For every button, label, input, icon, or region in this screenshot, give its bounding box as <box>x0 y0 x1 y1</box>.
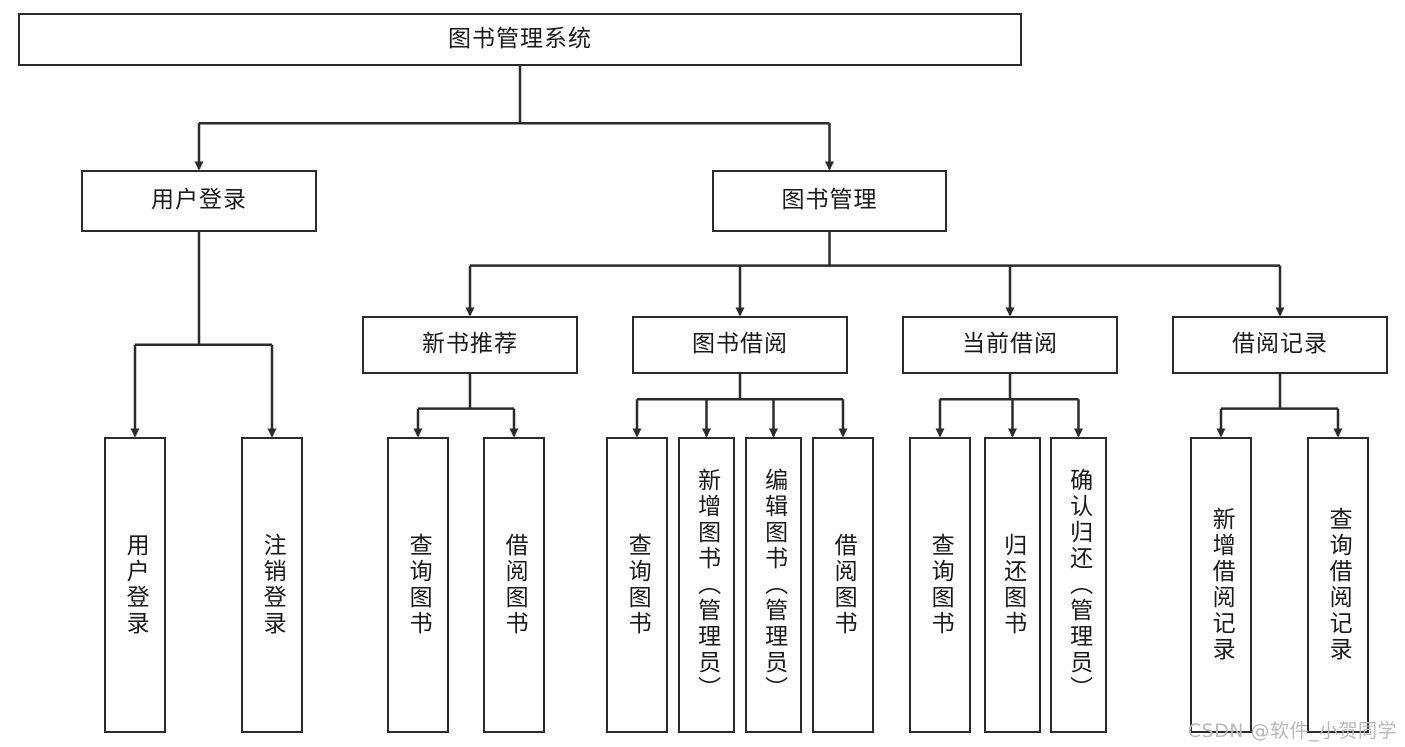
node-leaf-user-login-label: 用户登录 <box>122 533 149 637</box>
node-root-label: 图书管理系统 <box>448 25 592 52</box>
node-book-borrow-label: 图书借阅 <box>692 331 788 358</box>
node-new-book-recommend[interactable]: 新书推荐 <box>362 316 578 374</box>
node-leaf-query-borrow-record-label: 查询借阅记录 <box>1325 507 1352 663</box>
watermark-text: CSDN @软件_小贺同学 <box>1187 720 1397 742</box>
node-leaf-user-login[interactable]: 用户登录 <box>104 437 166 733</box>
node-leaf-add-borrow-record-label: 新增借阅记录 <box>1208 507 1235 663</box>
node-leaf-borrow-book[interactable]: 借阅图书 <box>812 437 874 733</box>
node-leaf-query-book-borrow[interactable]: 查询图书 <box>606 437 668 733</box>
node-leaf-query-borrow-record[interactable]: 查询借阅记录 <box>1307 437 1369 733</box>
node-leaf-logout[interactable]: 注销登录 <box>241 437 303 733</box>
node-leaf-borrow-book-label: 借阅图书 <box>830 533 857 637</box>
node-current-borrow-label: 当前借阅 <box>962 331 1058 358</box>
edge-paths <box>130 66 1343 438</box>
node-leaf-query-book-current-label: 查询图书 <box>927 533 954 637</box>
node-leaf-logout-label: 注销登录 <box>259 533 286 637</box>
node-leaf-borrow-book-recommend-label: 借阅图书 <box>501 533 528 637</box>
node-borrow-record-label: 借阅记录 <box>1232 331 1328 358</box>
node-leaf-query-book-current[interactable]: 查询图书 <box>909 437 971 733</box>
node-borrow-record[interactable]: 借阅记录 <box>1172 316 1388 374</box>
node-current-borrow[interactable]: 当前借阅 <box>902 316 1118 374</box>
node-leaf-query-book-recommend[interactable]: 查询图书 <box>387 437 449 733</box>
node-leaf-query-book-recommend-label: 查询图书 <box>405 533 432 637</box>
node-user-login[interactable]: 用户登录 <box>81 170 317 232</box>
node-new-book-recommend-label: 新书推荐 <box>422 331 518 358</box>
node-leaf-query-book-borrow-label: 查询图书 <box>624 533 651 637</box>
node-leaf-add-book[interactable]: 新增图书（管理员） <box>678 437 735 733</box>
node-leaf-add-book-label: 新增图书（管理员） <box>693 468 720 702</box>
node-leaf-borrow-book-recommend[interactable]: 借阅图书 <box>483 437 545 733</box>
node-book-borrow[interactable]: 图书借阅 <box>632 316 848 374</box>
node-book-manage[interactable]: 图书管理 <box>712 170 947 232</box>
node-leaf-confirm-return[interactable]: 确认归还（管理员） <box>1050 437 1107 733</box>
node-leaf-edit-book-label: 编辑图书（管理员） <box>760 468 787 702</box>
node-leaf-return-book-label: 归还图书 <box>999 533 1026 637</box>
node-leaf-add-borrow-record[interactable]: 新增借阅记录 <box>1190 437 1252 733</box>
node-book-manage-label: 图书管理 <box>781 187 878 214</box>
node-root[interactable]: 图书管理系统 <box>18 13 1022 66</box>
node-leaf-edit-book[interactable]: 编辑图书（管理员） <box>745 437 802 733</box>
node-user-login-label: 用户登录 <box>151 187 247 214</box>
node-leaf-confirm-return-label: 确认归还（管理员） <box>1065 468 1092 702</box>
node-leaf-return-book[interactable]: 归还图书 <box>984 437 1041 733</box>
